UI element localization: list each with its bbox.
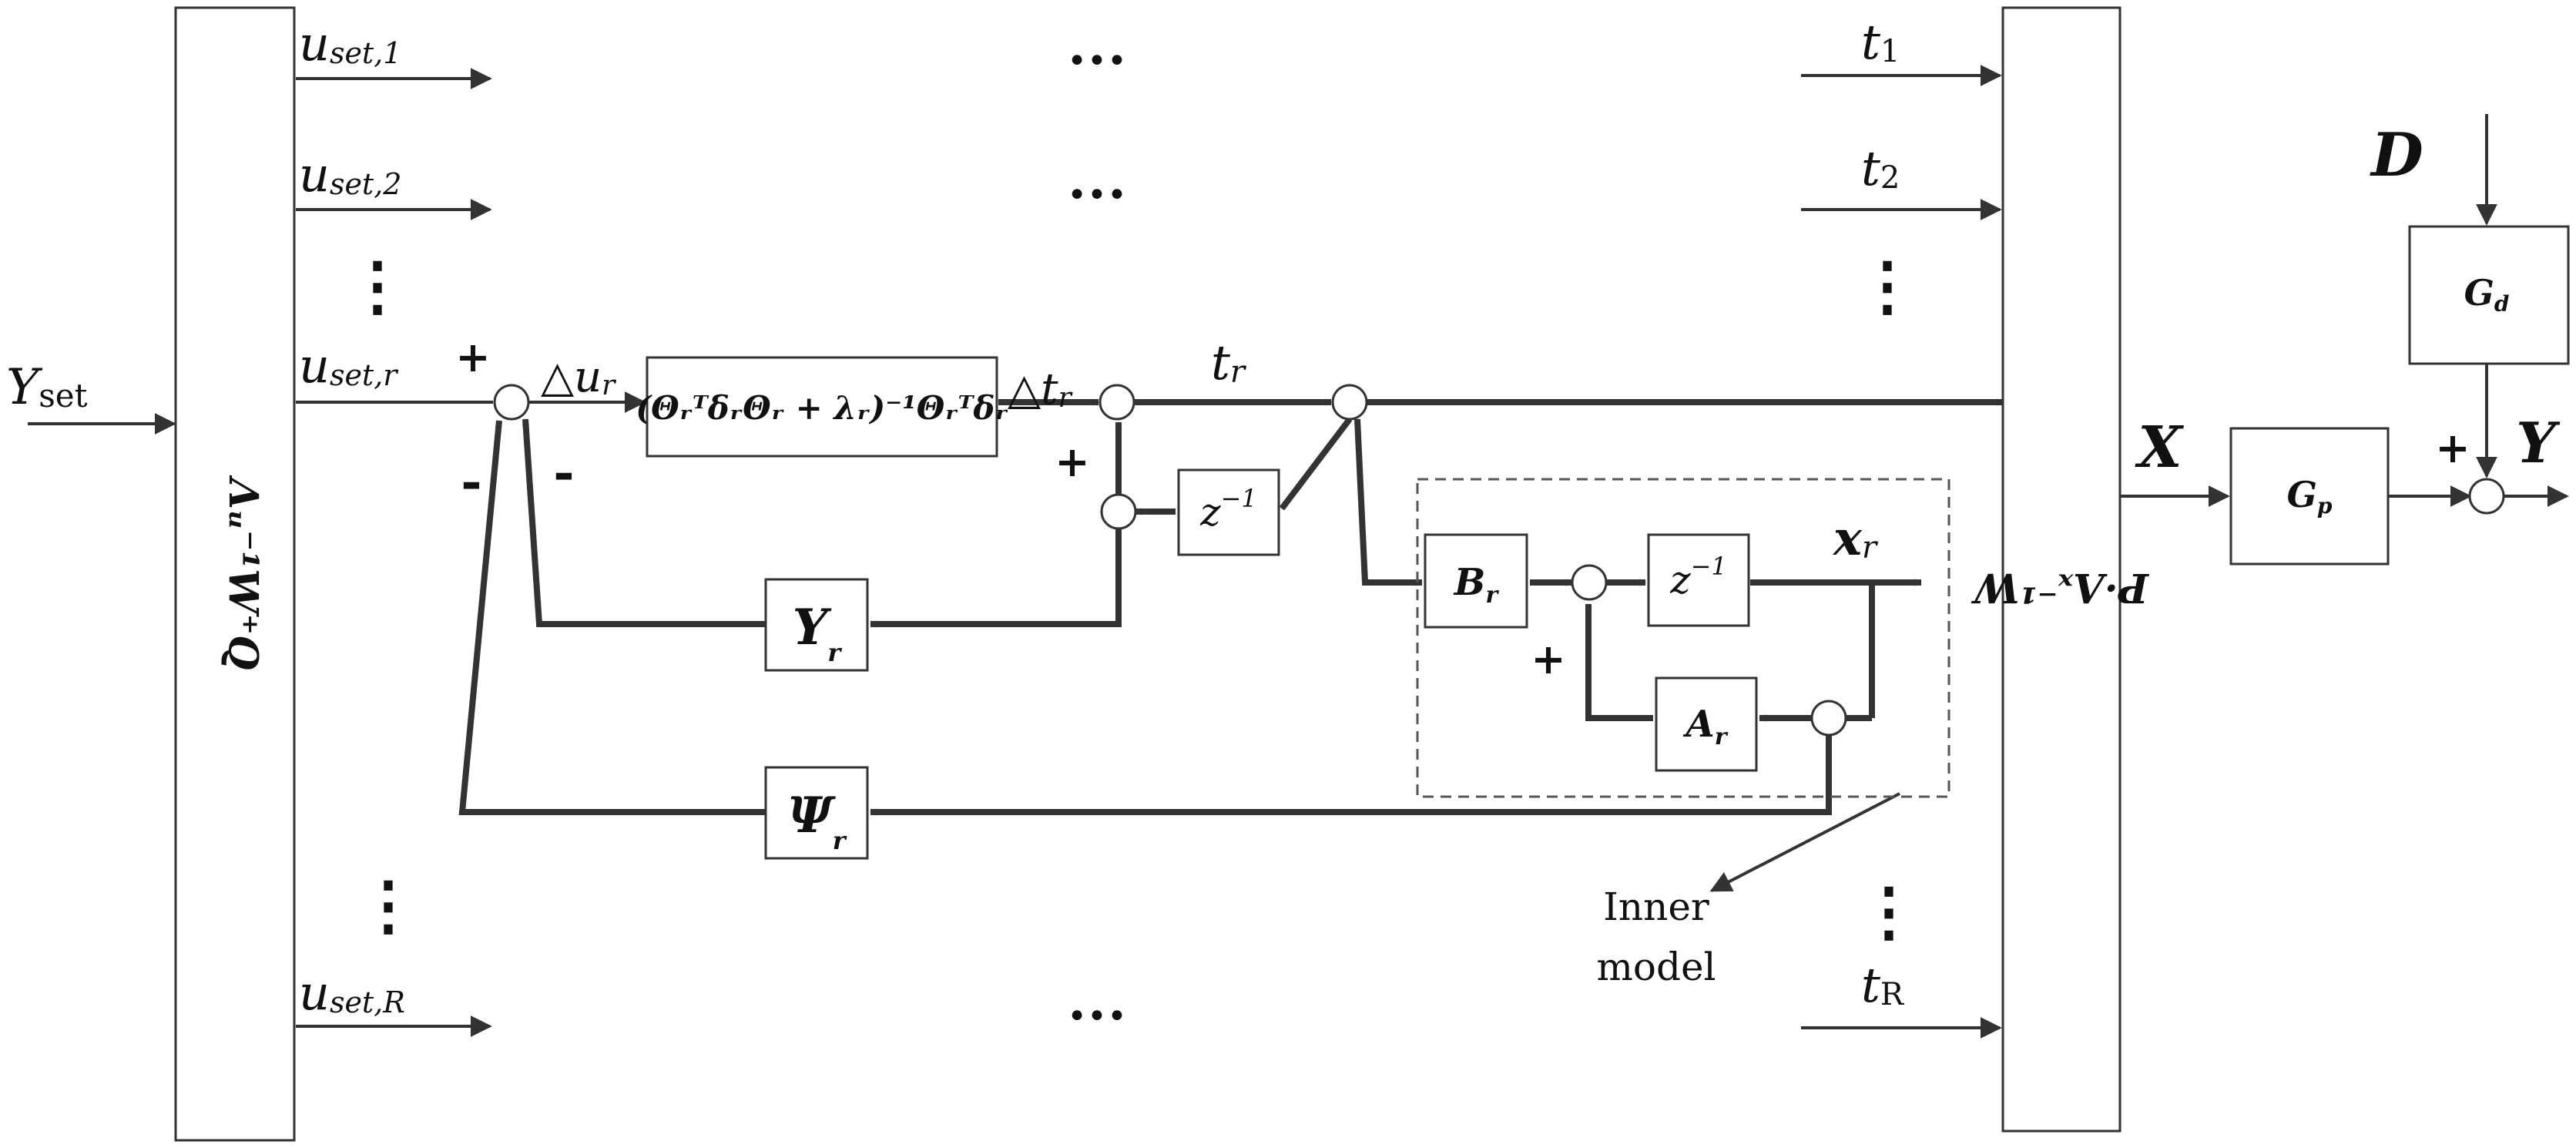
gp-block-label: Gp	[2287, 474, 2333, 519]
psi-to-sum	[458, 420, 766, 815]
input-label: Yset	[6, 359, 88, 416]
to-psi	[870, 735, 1832, 816]
upsilon-to-sum	[522, 418, 766, 627]
gd-block	[2408, 225, 2570, 365]
inner-branch-node	[1810, 700, 1847, 737]
feedback-to-delay	[1279, 417, 1353, 511]
integrator-sum-junction	[1098, 384, 1135, 421]
node-to-b	[1354, 418, 1423, 586]
ellipsis-second: •••	[1067, 176, 1127, 215]
ellipsis-left-lower: ⋮	[356, 867, 421, 943]
to-upsilon	[870, 529, 1122, 628]
sign-minus-psi: -	[461, 451, 481, 512]
inner-model-caption-line1: Inner	[1603, 884, 1709, 929]
delta-t-label: △tr	[1008, 364, 1073, 415]
main-sum-junction	[493, 384, 530, 421]
ellipsis-right-upper: ⋮	[1855, 247, 1920, 324]
inner-model-caption-line2: model	[1596, 945, 1716, 989]
sign-plus-inner: +	[1531, 634, 1565, 683]
psi-block-label: Ψr	[787, 787, 847, 855]
t-R-label: tR	[1861, 957, 1905, 1013]
u-set-1-label: uset,1	[299, 15, 401, 72]
upsilon-block-label: Υr	[793, 599, 843, 667]
sign-plus-output: +	[2435, 423, 2470, 472]
b-block-label: Br	[1453, 561, 1500, 609]
left-transform-block	[174, 6, 296, 1142]
a-to-sum	[1585, 603, 1653, 721]
u-set-2-label: uset,2	[299, 146, 401, 203]
gain-block-label: (ΘᵣᵀδᵣΘᵣ + λᵣ)⁻¹Θᵣᵀδᵣ	[636, 389, 1008, 427]
ellipsis-left-upper: ⋮	[345, 247, 410, 324]
sign-plus-delay: +	[1055, 437, 1089, 486]
delay-sum-junction	[1100, 493, 1137, 530]
x-r-label: xr	[1832, 510, 1879, 566]
gd-block-label: Gd	[2464, 272, 2510, 317]
u-set-r-label: uset,r	[299, 337, 399, 394]
output-sum-junction	[2468, 478, 2505, 515]
t-2-label: t2	[1861, 140, 1900, 196]
left-transform-label: Λᵤ⁻¹W⁺Q	[220, 475, 267, 670]
delta-u-label: △ur	[541, 352, 616, 402]
sign-minus-upsilon: -	[553, 442, 574, 502]
t-r-label: tr	[1211, 334, 1247, 391]
upsilon-block	[764, 578, 869, 672]
inner-model-pointer	[1709, 792, 1900, 892]
connections	[28, 65, 2569, 1039]
ellipsis-top: •••	[1067, 42, 1127, 81]
a-block	[1655, 676, 1758, 772]
t-1-label: t1	[1861, 14, 1900, 70]
right-transform-label: P·Λₓ⁻¹W	[1971, 564, 2150, 611]
b-block	[1424, 533, 1528, 629]
delay-block-label: z−1	[1199, 484, 1257, 535]
inner-delay-label: z−1	[1669, 552, 1727, 603]
delay-block	[1177, 468, 1280, 556]
sign-plus-main: +	[455, 332, 490, 381]
psi-block	[764, 766, 869, 860]
gain-block	[646, 356, 998, 458]
gp-block	[2229, 427, 2390, 566]
a-block-label: Ar	[1682, 703, 1728, 750]
inner-sum-junction	[1571, 564, 1608, 601]
ellipsis-bottom: •••	[1067, 997, 1127, 1036]
output-label: Y	[2516, 410, 2561, 475]
ellipsis-right-lower: ⋮	[1857, 873, 1921, 949]
inner-model-box	[1416, 478, 1950, 798]
disturbance-label: D	[2370, 120, 2423, 190]
branch-node	[1331, 384, 1368, 421]
right-transform-block	[2001, 6, 2122, 1133]
inner-delay-block	[1647, 533, 1750, 627]
x-signal-label: X	[2135, 415, 2184, 481]
u-set-R-label: uset,R	[299, 965, 405, 1021]
